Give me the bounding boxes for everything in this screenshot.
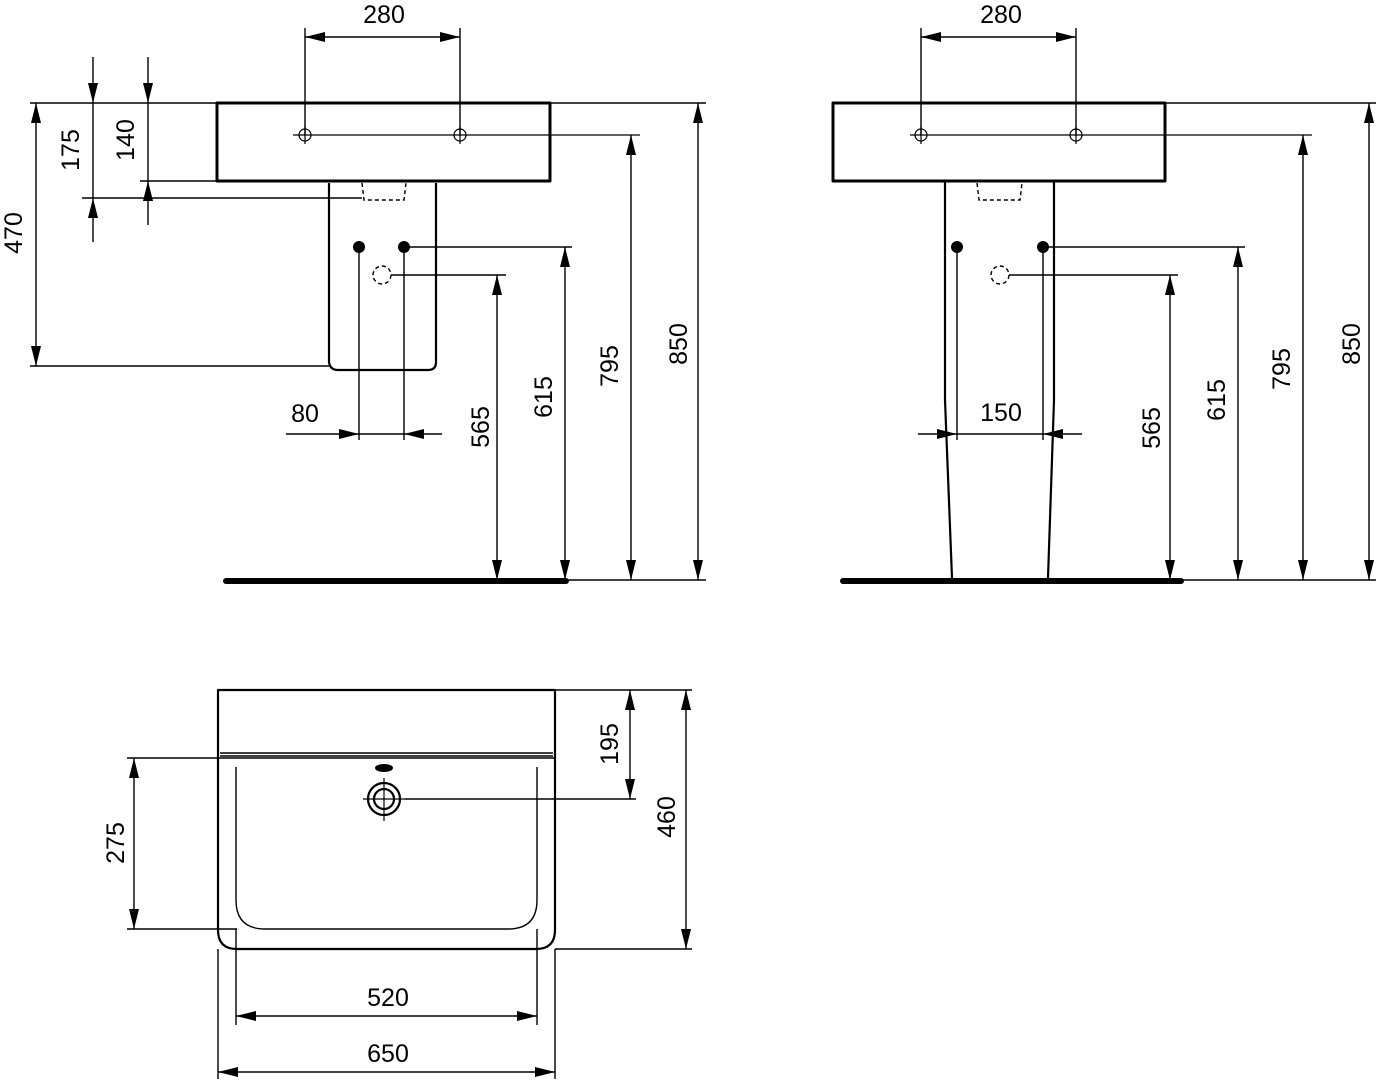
side-label-140: 140 — [112, 119, 140, 161]
side-drain-dashed — [361, 182, 407, 201]
top-label-460: 460 — [653, 796, 681, 838]
front-waste-outlet — [990, 265, 1010, 285]
pedestal-outline — [943, 181, 1056, 579]
overflow-hole — [375, 764, 393, 772]
front-label-150: 150 — [980, 399, 1022, 427]
side-label-795: 795 — [596, 345, 624, 387]
front-label-615: 615 — [1203, 379, 1231, 421]
side-label-80: 80 — [291, 400, 319, 428]
side-label-615: 615 — [530, 376, 558, 418]
top-basin-outline — [216, 688, 557, 951]
top-back-edge — [220, 752, 553, 757]
top-view: 195 460 275 520 650 — [102, 688, 692, 1079]
front-view: 280 150 565 615 795 850 — [831, 1, 1376, 584]
side-waste-outlet — [372, 265, 392, 285]
side-label-850: 850 — [665, 323, 693, 365]
top-label-275: 275 — [102, 822, 130, 864]
side-view: 280 175 140 470 80 — [0, 1, 706, 584]
top-label-195: 195 — [596, 723, 624, 765]
semi-pedestal-outline — [327, 183, 438, 372]
top-label-520: 520 — [367, 984, 409, 1012]
side-basin-outline — [215, 101, 552, 183]
front-label-850: 850 — [1338, 323, 1366, 365]
front-label-795: 795 — [1268, 348, 1296, 390]
side-label-280: 280 — [363, 1, 405, 29]
front-label-565: 565 — [1138, 407, 1166, 449]
side-label-175: 175 — [57, 129, 85, 171]
side-label-565: 565 — [467, 406, 495, 448]
top-label-650: 650 — [367, 1040, 409, 1068]
front-basin-outline — [831, 101, 1167, 183]
front-drain-dashed — [976, 182, 1023, 201]
side-label-470: 470 — [0, 212, 28, 254]
front-label-280: 280 — [980, 1, 1022, 29]
top-bowl-outline — [235, 767, 538, 930]
